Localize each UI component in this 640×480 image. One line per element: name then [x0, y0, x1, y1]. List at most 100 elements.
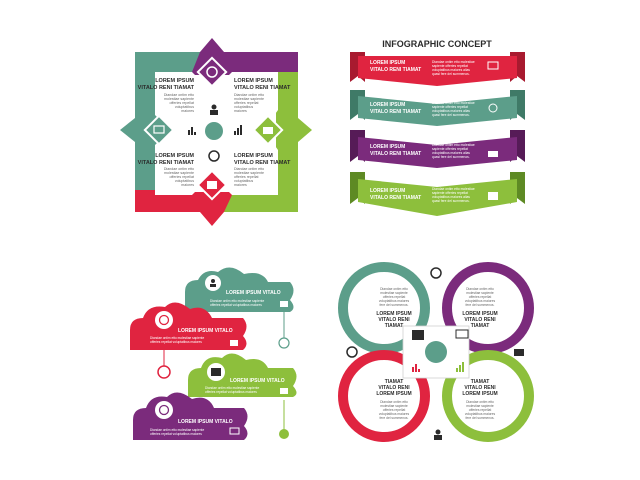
- svg-text:maiores: maiores: [234, 183, 247, 187]
- svg-text:LOREM IPSUM: LOREM IPSUM: [234, 78, 273, 84]
- frame-diamond-left: [143, 114, 175, 146]
- svg-text:voluptatibus maiores: voluptatibus maiores: [465, 412, 496, 416]
- svg-text:VITALO RENI TIAMAT: VITALO RENI TIAMAT: [370, 109, 421, 115]
- svg-text:Diandae ontim etto: Diandae ontim etto: [234, 93, 264, 97]
- target-icon: [488, 103, 498, 113]
- svg-text:Diandae ontim etto molestiae s: Diandae ontim etto molestiae sapiente: [210, 299, 264, 303]
- globe-icon: [205, 122, 223, 140]
- svg-text:VITALO RENI: VITALO RENI: [378, 385, 410, 391]
- svg-text:voluptatibus maiores: voluptatibus maiores: [465, 299, 496, 303]
- ring-green: [442, 350, 534, 442]
- svg-text:LOREM IPSUM VITALO: LOREM IPSUM VITALO: [230, 378, 285, 384]
- svg-text:voluptatibus maiores alias: voluptatibus maiores alias: [432, 151, 470, 155]
- svg-text:Diandae ontim etto: Diandae ontim etto: [164, 93, 194, 97]
- svg-text:molestiae sapiente: molestiae sapiente: [164, 171, 194, 175]
- svg-text:LOREM IPSUM VITALO: LOREM IPSUM VITALO: [226, 290, 281, 296]
- bank-icon: [488, 192, 498, 200]
- svg-text:maiores: maiores: [234, 109, 247, 113]
- bank-icon: [211, 368, 221, 376]
- gear-icon: [430, 267, 442, 279]
- bar-chart-icon: [188, 127, 196, 135]
- ring-text-bl: TIAMAT VITALO RENI LOREM IPSUM Diandae o…: [376, 379, 411, 420]
- frame-band-bottom-right: [224, 195, 298, 212]
- frame-band-right: [264, 72, 312, 195]
- svg-text:voluptatibus maiores alias: voluptatibus maiores alias: [432, 68, 470, 72]
- gear-icon: [208, 150, 220, 162]
- svg-text:voluptatibus: voluptatibus: [175, 105, 194, 109]
- svg-text:Diandae ontim etto: Diandae ontim etto: [380, 400, 408, 404]
- svg-text:VITALO RENI TIAMAT: VITALO RENI TIAMAT: [370, 67, 421, 73]
- svg-text:LOREM IPSUM VITALO: LOREM IPSUM VITALO: [178, 419, 233, 425]
- frame-block-br: LOREM IPSUM VITALO RENI TIAMAT Diandae o…: [234, 153, 291, 187]
- presentation-icon: [229, 427, 240, 435]
- svg-text:sapiente offeries repellat: sapiente offeries repellat: [432, 191, 468, 195]
- frame-block-tl: LOREM IPSUM VITALO RENI TIAMAT Diandae o…: [138, 78, 195, 113]
- svg-text:offeries repellat: offeries repellat: [469, 408, 492, 412]
- svg-text:VITALO RENI TIAMAT: VITALO RENI TIAMAT: [370, 151, 421, 157]
- svg-text:offeries repellat: offeries repellat: [234, 101, 259, 105]
- globe-icon: [425, 341, 447, 363]
- ring-text-tl: Diandae ontim etto molestiae sapiente of…: [376, 287, 411, 329]
- svg-text:molestiae sapiente: molestiae sapiente: [234, 171, 264, 175]
- svg-text:voluptatibus maiores alias: voluptatibus maiores alias: [432, 109, 470, 113]
- svg-text:LOREM IPSUM: LOREM IPSUM: [370, 102, 405, 108]
- frame-diamond-top: [196, 56, 228, 88]
- svg-text:offeries repellat voluptatibus: offeries repellat voluptatibus maiores: [210, 303, 262, 307]
- svg-text:voluptatibus maiores alias: voluptatibus maiores alias: [432, 195, 470, 199]
- svg-text:fere del summenos.: fere del summenos.: [466, 416, 495, 420]
- svg-text:Diandae ontim etto: Diandae ontim etto: [466, 287, 494, 291]
- target-icon: [158, 404, 170, 416]
- user-icon: [210, 279, 216, 287]
- svg-text:Diandae ontim etto: Diandae ontim etto: [466, 400, 494, 404]
- frame-block-bl: LOREM IPSUM VITALO RENI TIAMAT Diandae o…: [138, 153, 195, 187]
- svg-text:molestiae sapiente: molestiae sapiente: [164, 97, 194, 101]
- svg-text:voluptatibus: voluptatibus: [234, 179, 253, 183]
- svg-text:TIAMAT: TIAMAT: [471, 323, 490, 329]
- svg-text:molestiae sapiente: molestiae sapiente: [466, 404, 494, 408]
- presentation-icon: [487, 61, 499, 70]
- presentation-icon: [153, 125, 165, 134]
- infographic-title: INFOGRAPHIC CONCEPT: [382, 39, 492, 49]
- svg-text:VITALO RENI TIAMAT: VITALO RENI TIAMAT: [138, 160, 195, 166]
- svg-text:Diandae ontim etto: Diandae ontim etto: [380, 287, 408, 291]
- svg-text:VITALO RENI TIAMAT: VITALO RENI TIAMAT: [234, 160, 291, 166]
- banner-item-purple: LOREM IPSUM VITALO RENI TIAMAT Diandae o…: [350, 130, 525, 168]
- ring-red: [338, 350, 430, 442]
- bank-icon: [207, 181, 217, 189]
- cloud-item-red: LOREM IPSUM VITALO Diandae ontim etto mo…: [130, 302, 247, 350]
- svg-text:TIAMAT: TIAMAT: [385, 323, 404, 329]
- svg-text:offeries repellat: offeries repellat: [234, 175, 259, 179]
- svg-text:LOREM IPSUM VITALO: LOREM IPSUM VITALO: [178, 328, 233, 334]
- ring-text-tr: Diandae ontim etto molestiae sapiente of…: [462, 287, 497, 329]
- svg-text:VITALO RENI: VITALO RENI: [464, 317, 496, 323]
- svg-text:Diandae ontim etto: Diandae ontim etto: [164, 167, 194, 171]
- svg-text:VITALO RENI: VITALO RENI: [464, 385, 496, 391]
- frame-band-bottom: [135, 175, 298, 226]
- svg-text:voluptatibus: voluptatibus: [234, 105, 253, 109]
- bar-chart-icon: [230, 340, 238, 346]
- svg-text:offeries repellat: offeries repellat: [469, 295, 492, 299]
- ring-teal: [338, 262, 430, 354]
- ring-text-br: TIAMAT VITALO RENI LOREM IPSUM Diandae o…: [462, 379, 497, 420]
- svg-text:LOREM IPSUM: LOREM IPSUM: [462, 391, 497, 397]
- svg-text:maiores: maiores: [181, 109, 194, 113]
- svg-text:voluptatibus maiores: voluptatibus maiores: [379, 412, 410, 416]
- svg-text:LOREM IPSUM: LOREM IPSUM: [234, 153, 273, 159]
- briefcase-icon: [280, 301, 288, 307]
- svg-text:molestiae sapiente: molestiae sapiente: [234, 97, 264, 101]
- rising-chart-icon: [234, 125, 242, 135]
- connector-node-red: [157, 365, 171, 379]
- svg-text:LOREM IPSUM: LOREM IPSUM: [155, 153, 194, 159]
- rising-chart-icon: [456, 362, 464, 372]
- bank-icon: [412, 330, 424, 340]
- rising-chart-icon: [280, 388, 288, 394]
- svg-text:sapiente offeries repellat: sapiente offeries repellat: [432, 64, 468, 68]
- svg-text:LOREM IPSUM: LOREM IPSUM: [155, 78, 194, 84]
- svg-text:voluptatibus: voluptatibus: [175, 179, 194, 183]
- svg-text:offeries repellat voluptatibus: offeries repellat voluptatibus maiores: [150, 340, 202, 344]
- cloud-item-purple: LOREM IPSUM VITALO Diandae ontim etto mo…: [133, 392, 248, 440]
- svg-text:LOREM IPSUM: LOREM IPSUM: [376, 391, 411, 397]
- svg-text:molestiae sapiente: molestiae sapiente: [380, 291, 408, 295]
- svg-text:sapiente offeries repellat: sapiente offeries repellat: [432, 147, 468, 151]
